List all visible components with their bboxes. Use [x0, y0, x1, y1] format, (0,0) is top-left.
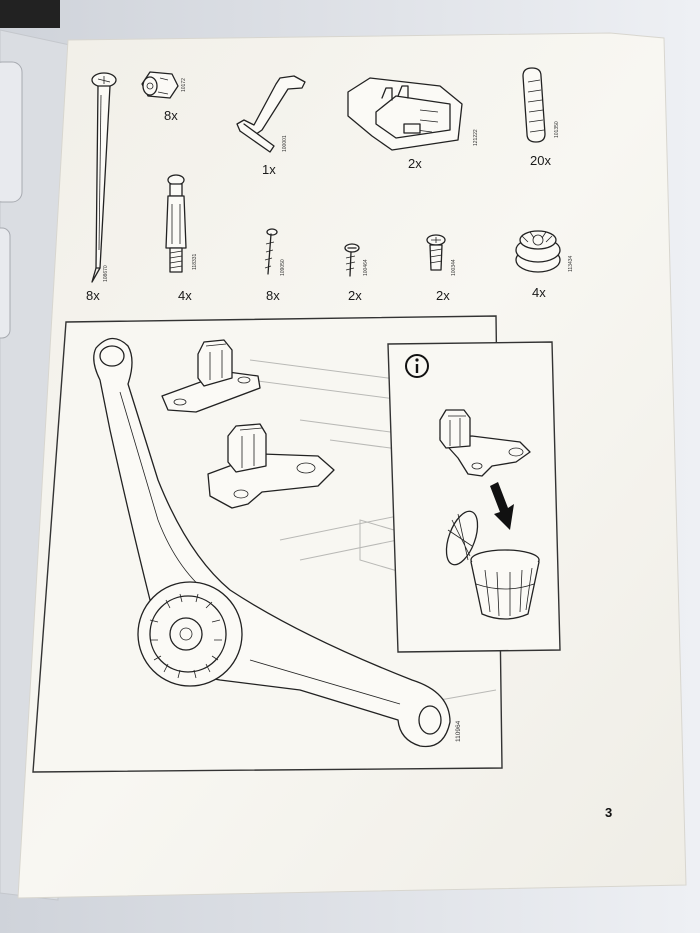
long-screw-part — [91, 72, 117, 283]
left-page-box-bottom — [0, 227, 11, 339]
flat-screw-qty: 2x — [436, 288, 450, 303]
long-screw-qty: 8x — [86, 288, 100, 303]
cam-bolt-qty: 4x — [178, 288, 192, 303]
wood-dowel-part-no: 101350 — [554, 121, 560, 138]
main-assembly-panel: 110964 — [32, 315, 503, 773]
lower-bracket — [207, 423, 335, 509]
short-screw-part — [344, 243, 360, 277]
cam-barrel-qty: 8x — [164, 108, 178, 123]
short-screw-qty: 2x — [348, 288, 362, 303]
wood-dowel-qty: 20x — [530, 153, 551, 168]
gas-strut-arm — [93, 337, 451, 748]
hinge-clip-qty: 2x — [408, 156, 422, 171]
cam-lock-part — [515, 230, 561, 273]
cam-bolt-part-no: 118331 — [192, 253, 198, 270]
allen-key-qty: 1x — [262, 162, 276, 177]
main-panel-part-no: 110964 — [455, 720, 462, 742]
cam-lock-part-no: 113434 — [568, 255, 574, 272]
thin-screw-qty: 8x — [266, 288, 280, 303]
page-number: 3 — [605, 805, 612, 820]
thin-screw-part — [264, 228, 278, 275]
thin-screw-part-no: 109050 — [280, 259, 286, 276]
cam-lock-qty: 4x — [532, 285, 546, 300]
short-screw-part-no: 100464 — [363, 259, 369, 276]
cam-barrel-part-no: 10172 — [181, 78, 187, 92]
info-icon — [405, 354, 429, 378]
allen-key-part — [236, 75, 306, 153]
info-panel — [387, 341, 561, 653]
down-arrow-icon — [490, 482, 514, 530]
info-bracket — [439, 409, 531, 477]
trash-can-icon — [445, 510, 540, 620]
hinge-clip-part-no: 121222 — [473, 129, 479, 146]
flat-screw-part-no: 100344 — [451, 259, 457, 276]
allen-key-part-no: 100001 — [282, 135, 288, 152]
cam-bolt-part — [165, 174, 187, 273]
upper-bracket — [161, 339, 261, 413]
wood-dowel-part — [522, 67, 546, 143]
flat-screw-part — [426, 234, 446, 271]
long-screw-part-no: 108670 — [103, 265, 109, 282]
hinge-clip-part — [347, 77, 463, 151]
cam-barrel-part — [141, 71, 179, 99]
dark-corner — [0, 0, 60, 28]
left-page-box-top — [0, 61, 23, 203]
